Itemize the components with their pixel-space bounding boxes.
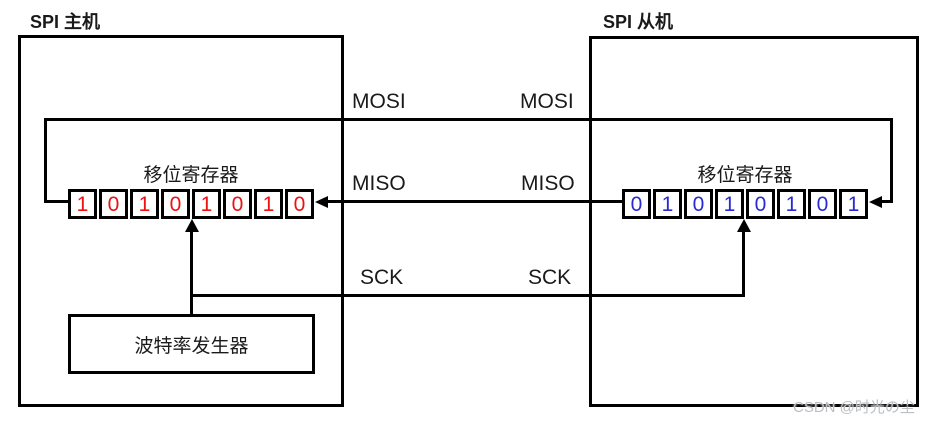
mosi-arrowhead-icon [869, 196, 882, 208]
mosi-master-vertical-line [44, 118, 47, 203]
slave-bit-cell: 1 [777, 189, 806, 219]
slave-register-label: 移位寄存器 [697, 165, 793, 186]
master-register-label: 移位寄存器 [143, 165, 239, 186]
slave-bit-cell: 1 [653, 189, 682, 219]
slave-bit-cell: 0 [684, 189, 713, 219]
mosi-slave-stub-line [879, 200, 893, 203]
mosi-label-right: MOSI [520, 90, 574, 113]
master-bit-cell: 1 [192, 189, 221, 219]
master-bit-cell: 0 [99, 189, 128, 219]
mosi-master-stub-line [44, 200, 73, 203]
slave-bit-cell: 1 [839, 189, 868, 219]
sck-slave-arrowhead-icon [737, 219, 751, 232]
sck-label-right: SCK [528, 266, 572, 289]
sck-master-vertical-line [190, 229, 193, 316]
master-bit-cell: 1 [130, 189, 159, 219]
miso-arrowhead-icon [315, 196, 328, 208]
baud-rate-generator-label: 波特率发生器 [134, 335, 249, 357]
slave-title: SPI 从机 [603, 12, 674, 32]
mosi-label-left: MOSI [352, 90, 406, 113]
slave-box [589, 36, 919, 407]
miso-horizontal-line [325, 200, 622, 203]
mosi-slave-vertical-line [890, 118, 893, 203]
slave-bit-cell: 1 [715, 189, 744, 219]
baud-rate-generator-box: 波特率发生器 [68, 314, 315, 374]
master-bit-cell: 0 [285, 189, 314, 219]
sck-slave-vertical-line [742, 229, 745, 297]
master-bit-cell: 0 [223, 189, 252, 219]
miso-label-right: MISO [521, 172, 575, 195]
sck-label-left: SCK [360, 266, 404, 289]
sck-horizontal-line [190, 294, 745, 297]
master-bit-cell: 1 [68, 189, 97, 219]
master-bit-cell: 1 [254, 189, 283, 219]
master-box [18, 35, 344, 407]
sck-master-arrowhead-icon [185, 219, 199, 232]
slave-shift-register: 0 1 0 1 0 1 0 1 [622, 189, 868, 219]
slave-bit-cell: 0 [808, 189, 837, 219]
slave-bit-cell: 0 [622, 189, 651, 219]
slave-bit-cell: 0 [746, 189, 775, 219]
master-title: SPI 主机 [30, 12, 101, 32]
master-shift-register: 1 0 1 0 1 0 1 0 [68, 189, 314, 219]
watermark: CSDN @时光の尘 [793, 399, 915, 416]
mosi-horizontal-line [44, 118, 893, 121]
master-bit-cell: 0 [161, 189, 190, 219]
miso-label-left: MISO [352, 172, 406, 195]
